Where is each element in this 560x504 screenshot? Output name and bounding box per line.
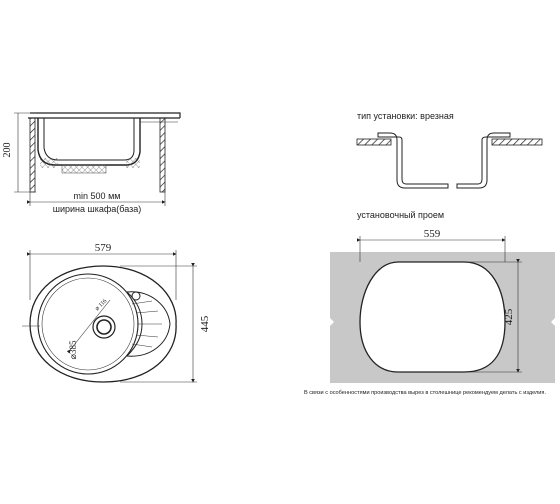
cutout-hole [359,261,506,373]
install-type-section: тип установки: врезная [356,111,543,189]
top-height-label: 445 [199,315,211,332]
cutout-title: установочный проем [357,210,444,220]
drain-inner [96,319,112,335]
cabinet-width-label: ширина шкафа(база) [53,204,142,214]
sink-outline [29,265,177,383]
cutout-width-label: 559 [424,228,441,240]
diameter-label: ⌀385 [68,340,78,359]
top-view: 579 445 ⌀385 ⌀ 116 [22,242,211,383]
bowl-mesh-left [40,158,58,168]
diameter-line [66,299,111,354]
sink-bowl-inner [43,118,135,161]
cutout-section: установочный проем 559 425 В связи с осо… [304,210,555,396]
tap-hole [131,291,141,301]
sink-profile-right [456,132,511,189]
cutout-note: В связи с особенностями производства выр… [304,390,546,396]
cutout-height-label: 425 [503,308,515,325]
groove-1 [131,300,153,305]
groove-5 [131,343,153,348]
min-width-label: min 500 мм [74,191,121,201]
countertop-left [356,138,392,146]
bowl-outer-circle [37,273,139,375]
side-height-label: 200 [2,143,13,158]
sink-rim [30,112,181,118]
drain-outer [92,315,116,339]
side-view: 200 min 500 мм ширина шкафа(база) [2,112,181,214]
bowl-mesh-right [126,158,140,168]
countertop-right [491,138,543,146]
groove-2 [135,310,159,314]
groove-4 [135,334,159,338]
cabinet-left-wall [29,117,36,193]
drain-label: ⌀ 116 [94,298,108,312]
drainboard-wing [125,291,171,357]
sink-bowl-outer [37,118,141,166]
top-width-label: 579 [95,242,112,254]
sink-profile-left [377,132,449,189]
bowl-inner-circle [41,277,135,371]
siphon-mesh [61,164,107,174]
install-type-title: тип установки: врезная [357,111,454,121]
cabinet-right-wall [159,117,166,193]
